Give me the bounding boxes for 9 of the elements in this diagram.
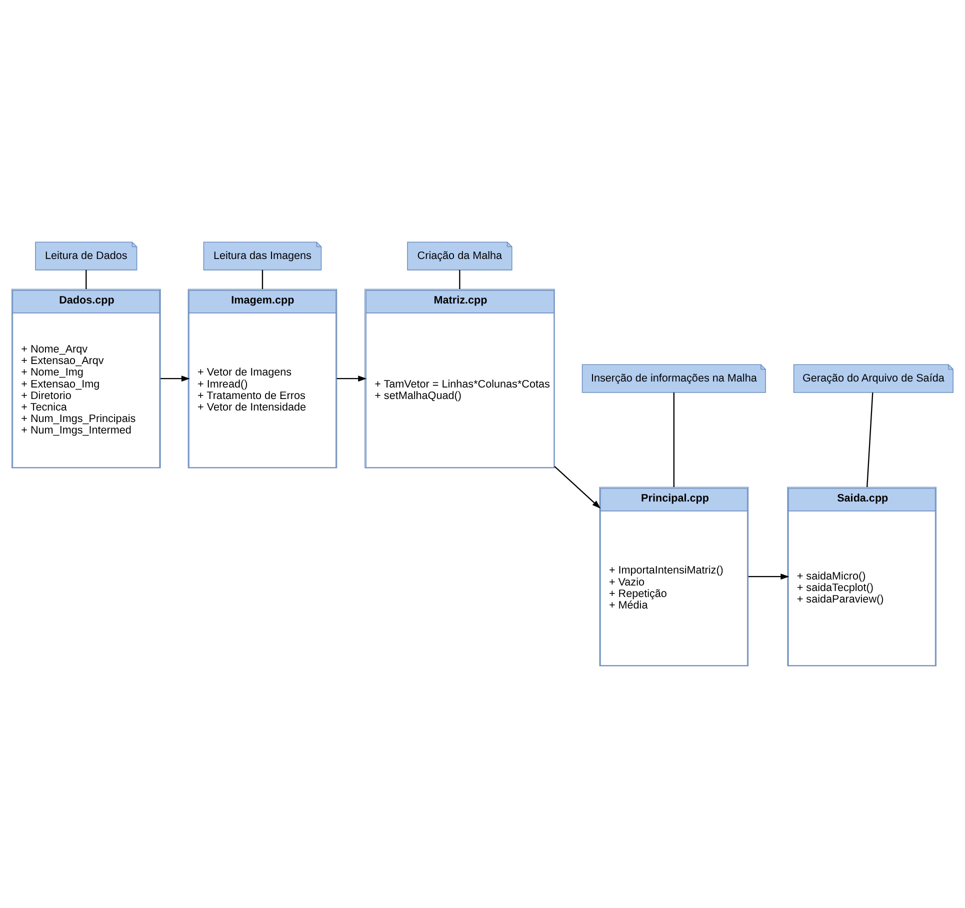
arrow [336, 376, 367, 382]
arrow [160, 376, 190, 382]
connector [459, 270, 460, 290]
connector [262, 270, 264, 290]
arrow [748, 574, 790, 580]
connector [673, 392, 674, 488]
arrow [554, 466, 601, 509]
connector [86, 270, 87, 290]
connector [866, 392, 874, 488]
